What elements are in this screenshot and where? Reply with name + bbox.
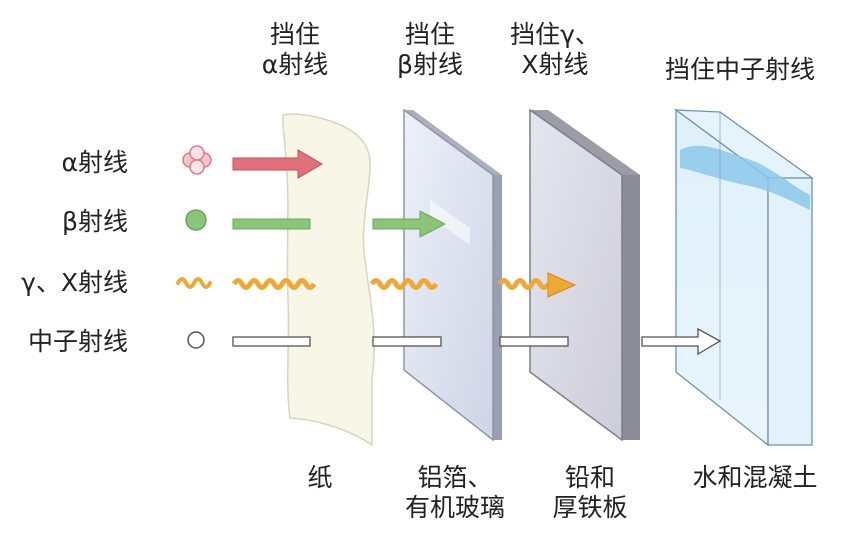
- top-label-alpha: 挡住 α射线: [240, 20, 350, 80]
- material-label-line: 水和混凝土: [692, 463, 818, 492]
- ray-label-neutron: 中子射线: [27, 327, 128, 356]
- top-label-line: 挡住γ、: [510, 20, 600, 49]
- top-label-line: 挡住中子射线: [664, 55, 815, 84]
- beta-ray-arrow: [232, 210, 447, 238]
- material-label-line: 纸: [307, 463, 333, 492]
- top-label-gamma: 挡住γ、 X射线: [495, 20, 615, 80]
- neutron-icon: [187, 331, 205, 349]
- material-label-line: 有机玻璃: [404, 493, 505, 522]
- paper-sheet: [282, 113, 375, 447]
- material-label-line: 铅和: [564, 463, 615, 492]
- water-concrete-tank: [673, 108, 815, 447]
- material-label-line: 厚铁板: [552, 493, 628, 522]
- material-label-lead-iron: 铅和 厚铁板: [535, 463, 645, 523]
- top-label-line: 挡住: [404, 20, 455, 49]
- ray-label-beta: β射线: [62, 207, 128, 236]
- ray-label-gamma-x: γ、X射线: [21, 268, 128, 297]
- material-label-water-concrete: 水和混凝土: [670, 463, 840, 493]
- top-label-line: 挡住: [269, 20, 320, 49]
- top-label-line: β射线: [397, 50, 463, 79]
- neutron-ray-arrow: [232, 327, 722, 356]
- material-label-aluminum-glass: 铝箔、 有机玻璃: [385, 463, 525, 523]
- lead-iron-plate: [529, 108, 640, 442]
- beta-particle-icon: [185, 209, 207, 231]
- gamma-ray-arrow: [231, 272, 577, 298]
- top-label-neutron: 挡住中子射线: [640, 55, 840, 85]
- material-label-paper: 纸: [290, 463, 350, 493]
- top-label-line: α射线: [261, 50, 329, 79]
- ray-label-alpha: α射线: [61, 148, 128, 177]
- alpha-ray-arrow: [232, 149, 323, 179]
- alpha-particle-icon: [182, 145, 212, 175]
- material-label-line: 铝箔、: [417, 463, 493, 492]
- top-label-beta: 挡住 β射线: [375, 20, 485, 80]
- aluminum-glass-plate: [403, 108, 502, 442]
- gamma-wave-icon: [176, 277, 212, 289]
- top-label-line: X射线: [521, 50, 589, 79]
